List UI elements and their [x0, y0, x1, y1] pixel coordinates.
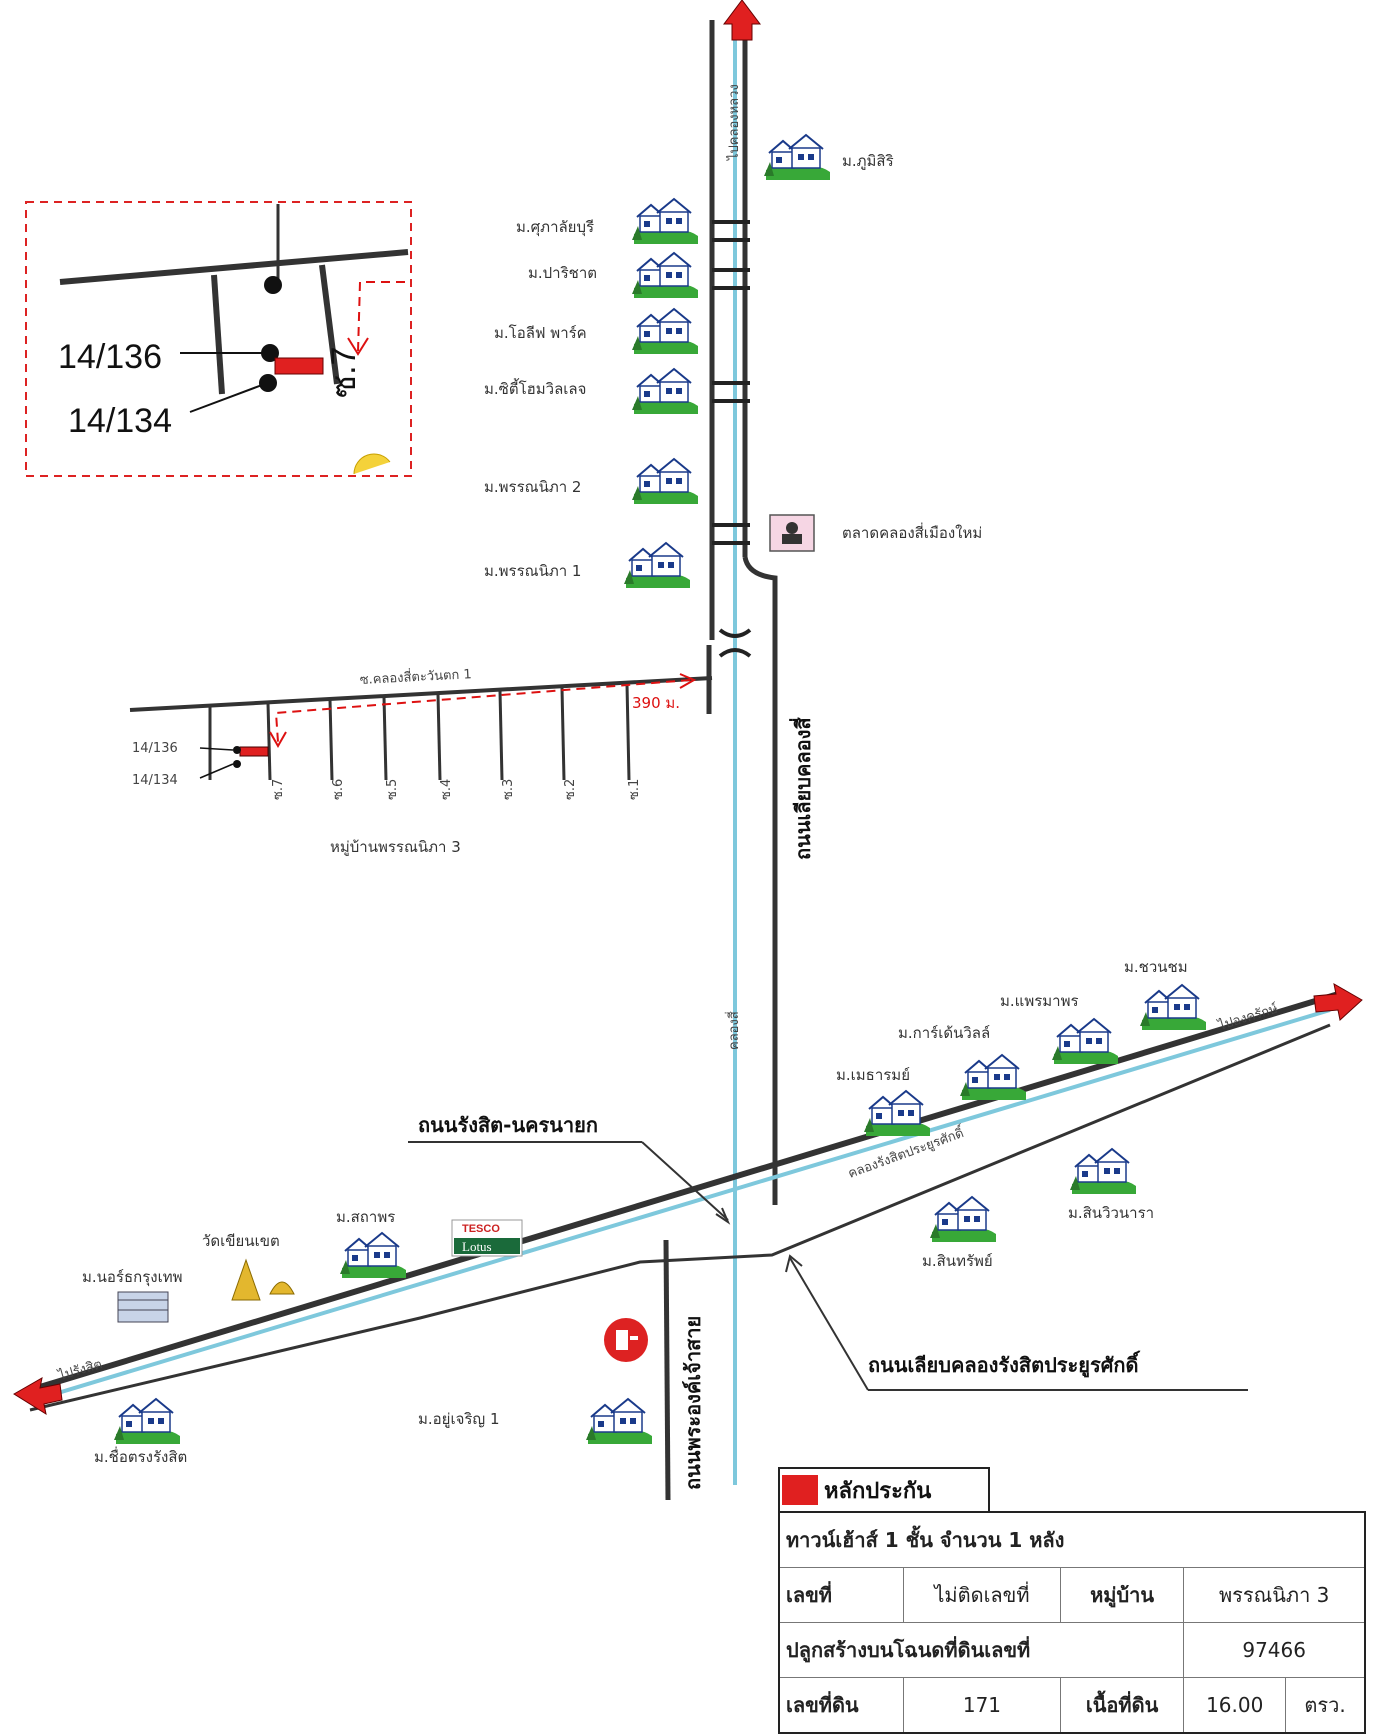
- house-icon: [631, 458, 699, 505]
- collateral-swatch: [782, 1475, 818, 1505]
- house-icon: [1139, 984, 1207, 1031]
- inset-lot-a: 14/136: [58, 338, 162, 376]
- house-icon: [763, 134, 831, 181]
- to-khlong-luang-label: ไปคลองหลวง: [726, 84, 742, 161]
- area-unit: ตรว.: [1285, 1677, 1366, 1734]
- market-label: ตลาดคลองสี่เมืองใหม่: [842, 522, 982, 542]
- village-pannipa2: ม.พรรณนิภา 2: [484, 478, 581, 496]
- soi-7-label: ซ.7: [271, 779, 286, 800]
- lot-a-small: 14/136: [132, 741, 178, 756]
- liap-khlong-rangsit-label: ถนนเลียบคลองรังสิตประยูรศักดิ์: [868, 1350, 1141, 1379]
- table-row: เลขที่ดิน 171 เนื้อที่ดิน 16.00 ตรว.: [778, 1677, 1366, 1734]
- soi-1-label: ซ.1: [627, 779, 642, 800]
- village-north-bangkok: ม.นอร์ธกรุงเทพ: [82, 1268, 183, 1287]
- soi-5-label: ซ.5: [385, 779, 400, 800]
- phra-ong-chao-road: ถนนพระองค์เจ้าสาย: [663, 1239, 705, 1501]
- house-icon: [113, 1398, 181, 1445]
- house-icon: [929, 1196, 997, 1243]
- phra-ong-chao-label: ถนนพระองค์เจ้าสาย: [681, 1316, 705, 1490]
- inset-lot-b: 14/134: [68, 402, 172, 440]
- house-icon: [631, 252, 699, 299]
- inset-alley-label: ซ.7: [325, 347, 363, 398]
- house-icon: [631, 198, 699, 245]
- deed-value: 97466: [1183, 1622, 1366, 1678]
- table-row: เลขที่ ไม่ติดเลขที่ หมู่บ้าน พรรณนิภา 3: [778, 1567, 1366, 1623]
- info-table: ทาวน์เฮ้าส์ 1 ชั้น จำนวน 1 หลัง เลขที่ ไ…: [778, 1511, 1366, 1734]
- table-row: ทาวน์เฮ้าส์ 1 ชั้น จำนวน 1 หลัง: [778, 1511, 1366, 1568]
- village-pannipa1: ม.พรรณนิภา 1: [484, 562, 581, 580]
- house-icon: [585, 1398, 653, 1445]
- village-sinsap: ม.สินทรัพย์: [922, 1252, 993, 1270]
- building-icon: [117, 1291, 169, 1323]
- village-supalaiburi: ม.ศุภาลัยบุรี: [516, 218, 594, 237]
- area-label: เนื้อที่ดิน: [1059, 1677, 1185, 1734]
- village-parichat: ม.ปาริชาต: [528, 264, 597, 282]
- deed-label: ปลูกสร้างบนโฉนดที่ดินเลขที่: [778, 1622, 1185, 1678]
- collateral-info: หลักประกัน ทาวน์เฮ้าส์ 1 ชั้น จำนวน 1 หล…: [778, 1467, 1366, 1734]
- table-row: ปลูกสร้างบนโฉนดที่ดินเลขที่ 97466: [778, 1622, 1366, 1678]
- village-sathaporn: ม.สถาพร: [336, 1208, 395, 1226]
- house-no-label: เลขที่: [778, 1567, 905, 1623]
- svg-text:Lotus: Lotus: [462, 1239, 492, 1254]
- village-methanrom: ม.เมธารมย์: [836, 1066, 910, 1084]
- village-label: หมู่บ้าน: [1059, 1567, 1185, 1623]
- house-icon: [959, 1054, 1027, 1101]
- temple-icon: [231, 1258, 295, 1301]
- village-garden-ville: ม.การ์เด้นวิลล์: [898, 1024, 990, 1042]
- road-callouts: ถนนรังสิต-นครนายก ถนนเลียบคลองรังสิตประย…: [408, 1113, 1248, 1391]
- rangsit-canal: [27, 1008, 1331, 1404]
- village-chuanchom: ม.ชวนชม: [1124, 958, 1188, 976]
- soi-6-label: ซ.6: [331, 779, 346, 800]
- village-markers: ม.ภูมิสิริ ม.ศุภาลัยบุรี ม.ปาริชาต ม.โอล…: [82, 134, 1207, 1466]
- soi-klong-si-label: ซ.คลองสี่ตะวันตก 1: [359, 665, 472, 688]
- village-bhumisiri: ม.ภูมิสิริ: [842, 152, 894, 170]
- soi-3-label: ซ.3: [501, 779, 516, 800]
- soi-klong-si-west: ซ.คลองสี่ตะวันตก 1 390 ม. 14/136 14/134 …: [129, 665, 713, 856]
- village-yucharoen: ม.อยู่เจริญ 1: [418, 1410, 500, 1428]
- area-value: 16.00: [1183, 1677, 1287, 1734]
- village-value: พรรณนิภา 3: [1183, 1567, 1366, 1623]
- distance-label: 390 ม.: [632, 694, 680, 712]
- village-praemaporn: ม.แพรมาพร: [1000, 992, 1079, 1010]
- village-chuetrong: ม.ชื่อตรงรังสิต: [94, 1446, 187, 1466]
- land-no-value: 171: [903, 1677, 1061, 1734]
- canal-label: คลองสี่: [725, 1011, 742, 1050]
- svg-text:TESCO: TESCO: [462, 1223, 500, 1235]
- building-desc: ทาวน์เฮ้าส์ 1 ชั้น จำนวน 1 หลัง: [778, 1511, 1366, 1568]
- gas-station-icon: [604, 1318, 648, 1362]
- inset-map: 14/136 14/134 ซ.7: [25, 201, 412, 477]
- house-icon: [1069, 1148, 1137, 1195]
- north-road: ไปคลองหลวง คลองสี่ ถนนเลียบคลองสี่: [706, 0, 815, 1485]
- village-city-home-ville: ม.ซิตี้โฮมวิลเลจ: [484, 378, 586, 398]
- tesco-lotus-logo: TESCO Lotus: [451, 1219, 523, 1257]
- village-sinwiwanara: ม.สินวิวนารา: [1068, 1204, 1154, 1222]
- klong-si-east-road-label: ถนนเลียบคลองสี่: [788, 717, 815, 860]
- house-icon: [623, 542, 691, 589]
- village-olive-park: ม.โอลีฟ พาร์ค: [494, 324, 587, 342]
- house-icon: [631, 368, 699, 415]
- legend: หลักประกัน: [778, 1467, 990, 1511]
- land-no-label: เลขที่ดิน: [778, 1677, 905, 1734]
- house-icon: [863, 1090, 931, 1137]
- collateral-marker-inset: [274, 357, 324, 375]
- legend-label: หลักประกัน: [824, 1478, 932, 1504]
- pannipa3-label: หมู่บ้านพรรณนิภา 3: [330, 838, 461, 856]
- rangsit-nakhon-nayok-label: ถนนรังสิต-นครนายก: [418, 1113, 598, 1137]
- lot-b-small: 14/134: [132, 773, 178, 788]
- house-icon: [631, 308, 699, 355]
- soi-4-label: ซ.4: [439, 779, 454, 800]
- soi-2-label: ซ.2: [563, 779, 578, 800]
- collateral-marker: [239, 746, 269, 757]
- house-icon: [1051, 1018, 1119, 1065]
- house-no-value: ไม่ติดเลขที่: [903, 1567, 1061, 1623]
- house-icon: [339, 1232, 407, 1279]
- temple-label: วัดเขียนเขต: [202, 1232, 280, 1250]
